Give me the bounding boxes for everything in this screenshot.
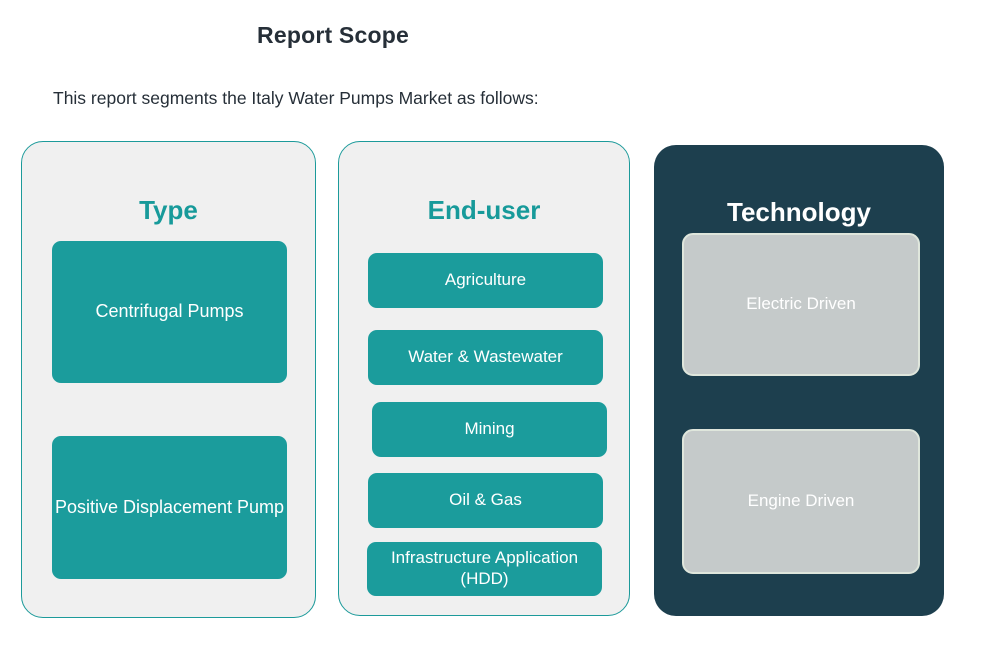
intro-text: This report segments the Italy Water Pum… (53, 88, 539, 108)
segment-card-technology: Technology Electric Driven Engine Driven (654, 145, 944, 616)
segment-item-label: Electric Driven (746, 294, 856, 314)
segment-item-label: Agriculture (444, 270, 527, 290)
page-title: Report Scope (257, 22, 409, 48)
segment-item-electric-driven[interactable]: Electric Driven (682, 233, 920, 376)
segment-item-label: Oil & Gas (449, 490, 522, 510)
segment-item-label: Mining (464, 419, 515, 439)
segment-item-oil-and-gas[interactable]: Oil & Gas (368, 473, 603, 528)
card-heading-end-user: End-user (427, 195, 541, 225)
segment-item-label: Centrifugal Pumps (95, 301, 244, 322)
segment-item-label: Positive Displacement Pump (54, 496, 285, 517)
segment-card-type: Type Centrifugal Pumps Positive Displace… (21, 141, 316, 618)
segment-item-positive-displacement-pump[interactable]: Positive Displacement Pump (52, 436, 287, 579)
segment-item-agriculture[interactable]: Agriculture (368, 253, 603, 308)
segment-card-end-user: End-user Agriculture Water & Wastewater … (338, 141, 630, 616)
card-heading-technology: Technology (727, 197, 871, 227)
segment-item-label: Engine Driven (747, 491, 855, 511)
segment-item-centrifugal-pumps[interactable]: Centrifugal Pumps (52, 241, 287, 383)
segment-item-label: Water & Wastewater (408, 347, 563, 367)
segment-item-water-and-wastewater[interactable]: Water & Wastewater (368, 330, 603, 385)
segment-item-label: Infrastructure Application (HDD) (390, 548, 579, 588)
card-heading-type: Type (139, 195, 198, 225)
segment-item-engine-driven[interactable]: Engine Driven (682, 429, 920, 574)
segment-item-mining[interactable]: Mining (372, 402, 607, 457)
segment-item-infrastructure-application-hdd[interactable]: Infrastructure Application (HDD) (367, 542, 602, 596)
